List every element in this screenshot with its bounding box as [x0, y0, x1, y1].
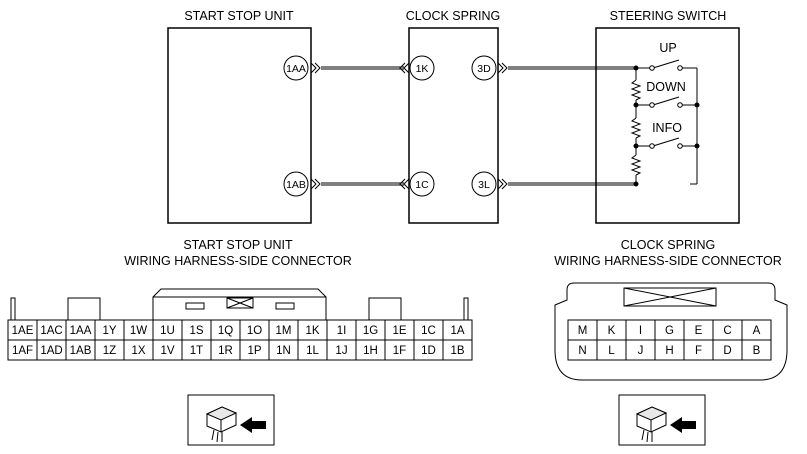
ssu-pin-label: 1AF: [12, 345, 33, 357]
ssu-pin-label: 1AB: [70, 345, 92, 357]
ssu-pin-label: 1E: [392, 325, 406, 337]
cs-pin-label: K: [608, 325, 616, 337]
cs-pin-label: G: [665, 325, 674, 337]
wire-top: [321, 66, 636, 70]
ssu-pin-label: 1AC: [40, 325, 62, 337]
cs-connector-body: [554, 282, 788, 381]
ssu-pin-label: 1AE: [12, 325, 34, 337]
start-stop-unit-box: [167, 27, 312, 224]
cs-pin-label: D: [723, 345, 731, 357]
ssu-pin-label: 1AD: [40, 345, 62, 357]
junction-dot: [633, 102, 639, 108]
ssu-pin-label: 1D: [421, 345, 436, 357]
ssu-pin-label: 1K: [305, 325, 319, 337]
switch-contact: [649, 65, 655, 71]
ssu-pin-label: 1P: [247, 345, 261, 357]
chevron-icon: [310, 62, 508, 190]
start-stop-unit-title: START STOP UNIT: [184, 9, 294, 23]
pin-circle: [283, 171, 309, 197]
pin-circle: [409, 171, 435, 197]
cs-connector-title-line2: WIRING HARNESS-SIDE CONNECTOR: [554, 254, 782, 268]
ssu-pin-label: 1AA: [70, 325, 92, 337]
ssu-pin-label: 1Y: [102, 325, 116, 337]
junction-dot: [694, 102, 700, 108]
cs-connector-title-line1: CLOCK SPRING: [621, 238, 715, 252]
switch-contact: [677, 65, 683, 71]
cs-pin-label: C: [723, 325, 731, 337]
pin-label-1ab: 1AB: [286, 179, 306, 191]
switch-contact: [677, 102, 683, 108]
ssu-cell: [442, 339, 473, 361]
ssu-pin-label: 1J: [335, 345, 347, 357]
pin-circle: [471, 55, 497, 81]
cs-pin-label: A: [753, 325, 761, 337]
steering-switch-circuit: [630, 59, 698, 185]
cs-pin-label: H: [665, 345, 673, 357]
pin-label-3l: 3L: [478, 179, 490, 191]
steering-switch-title: STEERING SWITCH: [610, 9, 727, 23]
ssu-pin-label: 1N: [276, 345, 291, 357]
ssu-pin-label: 1Q: [218, 325, 233, 337]
switch-contact: [649, 143, 655, 149]
pin-circle: [409, 55, 435, 81]
steering-switch-box: [595, 27, 740, 224]
wire-bottom: [321, 182, 636, 186]
pin-circle: [471, 171, 497, 197]
ssu-pin-label: 1Z: [103, 345, 116, 357]
ssu-pin-label: 1G: [363, 325, 378, 337]
cs-pin-label: J: [638, 345, 644, 357]
cs-pin-label: L: [608, 345, 615, 357]
cs-pin-label: I: [639, 325, 642, 337]
clock-spring-title: CLOCK SPRING: [406, 9, 500, 23]
cs-pin-label: F: [695, 345, 702, 357]
cs-pin-label: E: [695, 325, 703, 337]
ssu-pin-label: 1U: [160, 325, 175, 337]
cs-pin-label: N: [578, 345, 586, 357]
pin-label-3d: 3D: [477, 63, 491, 75]
pin-circle: [283, 55, 309, 81]
clock-spring-box: [408, 27, 499, 224]
cs-pin-label: M: [578, 325, 588, 337]
ssu-pin-label: 1H: [363, 345, 378, 357]
ssu-pin-label: 1B: [450, 345, 464, 357]
ssu-pin-label: 1O: [247, 325, 262, 337]
pin-label-1c: 1C: [415, 179, 429, 191]
ssu-pin-label: 1I: [337, 325, 347, 337]
ssu-connector-title-line2: WIRING HARNESS-SIDE CONNECTOR: [124, 254, 352, 268]
switch-contact: [677, 143, 683, 149]
pin-label-1aa: 1AA: [286, 63, 306, 75]
connector-view-icon: [187, 394, 275, 446]
ssu-pin-label: 1R: [218, 345, 233, 357]
switch-contact: [649, 102, 655, 108]
ssu-pin-label: 1W: [130, 325, 147, 337]
ssu-pin-label: 1X: [131, 345, 145, 357]
ssu-connector-body: [10, 288, 469, 321]
ssu-pin-label: 1F: [393, 345, 406, 357]
pin-label-1k: 1K: [416, 63, 429, 75]
junction-dot: [633, 143, 639, 149]
ssu-connector-title-line1: START STOP UNIT: [183, 238, 293, 252]
connector-view-icon: [618, 394, 706, 446]
ssu-pin-label: 1T: [190, 345, 203, 357]
switch-label-down: DOWN: [646, 80, 686, 94]
switch-label-up: UP: [659, 41, 676, 55]
ssu-pin-label: 1S: [189, 325, 203, 337]
switch-label-info: INFO: [652, 121, 682, 135]
ssu-pin-label: 1C: [421, 325, 436, 337]
cs-pin-label: B: [753, 345, 761, 357]
cs-cell: [741, 339, 772, 361]
ssu-pin-label: 1V: [160, 345, 174, 357]
junction-dot: [633, 181, 639, 187]
ssu-pin-label: 1L: [306, 345, 319, 357]
junction-dot: [633, 65, 639, 71]
ssu-pin-label: 1M: [276, 325, 292, 337]
junction-dot: [694, 143, 700, 149]
ssu-pin-label: 1A: [450, 325, 464, 337]
